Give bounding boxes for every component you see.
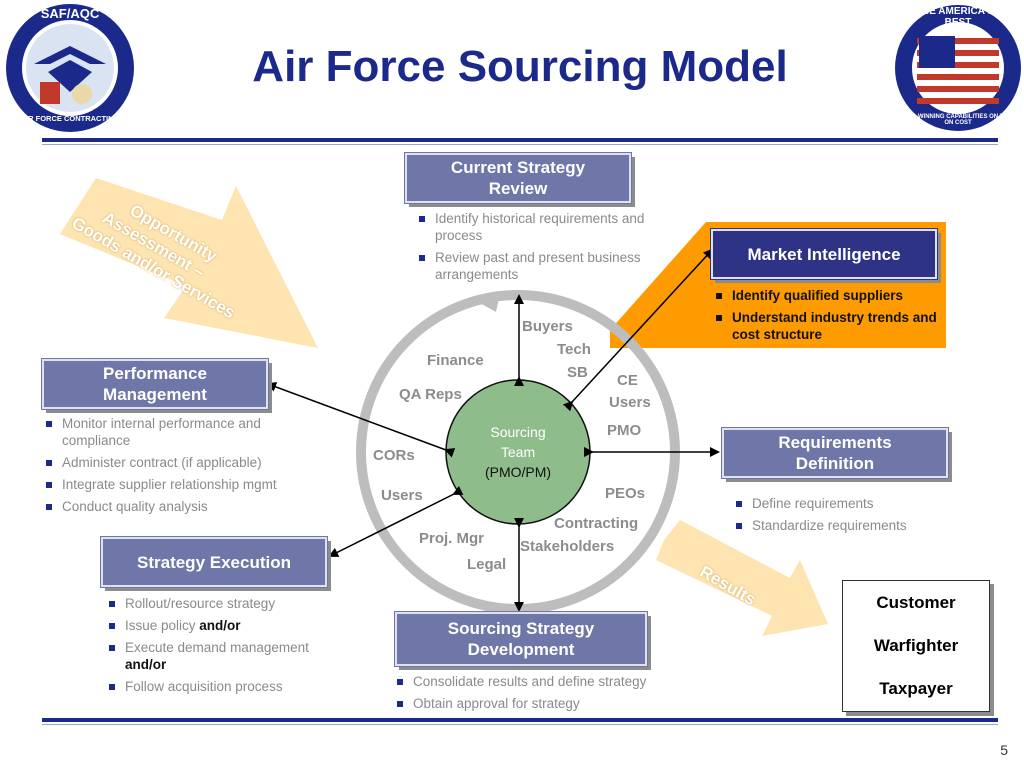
- be-americas-best-logo: BE AMERICA'S BEST WAR-WINNING CAPABILITI…: [893, 2, 1023, 134]
- list-item: Integrate supplier relationship mgmt: [42, 476, 312, 493]
- performance-line2: Management: [103, 385, 207, 404]
- sourcing-strategy-development-box: Sourcing Strategy Development: [394, 611, 648, 667]
- label-users-left: Users: [381, 487, 423, 504]
- label-tech: Tech: [557, 341, 591, 358]
- list-item: Identify qualified suppliers: [712, 287, 942, 304]
- strategy-execution-bullets: Rollout/resource strategy Issue policy a…: [105, 595, 335, 700]
- list-item: Monitor internal performance and complia…: [42, 415, 312, 449]
- label-proj-mgr: Proj. Mgr: [419, 530, 485, 547]
- taxpayer-label: Taxpayer: [879, 679, 953, 699]
- list-item: Consolidate results and define strategy: [393, 673, 703, 690]
- list-item: Standardize requirements: [732, 517, 962, 534]
- opportunity-arrow: [60, 178, 318, 348]
- list-item: Define requirements: [732, 495, 962, 512]
- strategy-execution-box: Strategy Execution: [100, 536, 328, 588]
- sourcing-team-line3: (PMO/PM): [484, 464, 552, 480]
- list-item: Conduct quality analysis: [42, 498, 312, 515]
- footer-divider: [42, 718, 998, 722]
- label-qa-reps: QA Reps: [399, 386, 462, 403]
- label-finance: Finance: [427, 352, 484, 369]
- sourcing-development-bullets: Consolidate results and define strategy …: [393, 673, 703, 717]
- market-intelligence-bullets: Identify qualified suppliers Understand …: [712, 287, 942, 348]
- list-item: Understand industry trends and cost stru…: [712, 309, 942, 343]
- list-item: Rollout/resource strategy: [105, 595, 335, 612]
- customer-label: Customer: [876, 592, 956, 612]
- list-item: Administer contract (if applicable): [42, 454, 312, 471]
- performance-line1: Performance: [103, 364, 207, 383]
- requirements-definition-box: Requirements Definition: [721, 427, 949, 479]
- list-item: Follow acquisition process: [105, 678, 335, 695]
- list-item: Identify historical requirements and pro…: [415, 210, 645, 244]
- current-strategy-line2: Review: [488, 179, 548, 198]
- label-cors: CORs: [373, 447, 415, 464]
- sourcing-development-line2: Development: [467, 640, 575, 659]
- logo-ring-bottom-text: WAR-WINNING CAPABILITIES ON TIME ON COST: [901, 114, 1015, 126]
- label-legal: Legal: [467, 556, 507, 573]
- results-arrow: [656, 520, 828, 636]
- sourcing-team-line1: Sourcing: [490, 424, 546, 440]
- current-strategy-line1: Current Strategy: [450, 158, 586, 177]
- list-item: Execute demand management and/or: [105, 639, 335, 673]
- ring-arrowhead: [478, 294, 500, 312]
- current-strategy-review-box: Current Strategy Review: [404, 152, 632, 204]
- footer-divider-thin: [42, 724, 998, 725]
- sourcing-team-line2: Team: [500, 444, 536, 460]
- page-title: Air Force Sourcing Model: [252, 42, 788, 91]
- sourcing-development-line1: Sourcing Strategy: [447, 619, 595, 638]
- performance-bullets: Monitor internal performance and complia…: [42, 415, 312, 520]
- page-number: 5: [1000, 742, 1008, 758]
- sourcing-team-label: Sourcing Team (PMO/PM): [462, 422, 574, 482]
- label-pmo: PMO: [607, 422, 642, 439]
- current-strategy-bullets: Identify historical requirements and pro…: [415, 210, 645, 288]
- connector-market: [562, 248, 714, 412]
- list-item: Review past and present business arrange…: [415, 249, 645, 283]
- logo-ring-bottom-text: AIR FORCE CONTRACTING: [20, 114, 120, 123]
- customer-box: Customer Warfighter Taxpayer: [842, 580, 990, 712]
- label-ce: CE: [617, 372, 638, 389]
- logo-ring-top-text: SAF/AQC: [40, 6, 100, 21]
- safaqc-logo: SAF/AQC AIR FORCE CONTRACTING: [4, 2, 136, 134]
- warfighter-label: Warfighter: [873, 635, 959, 655]
- title-divider: [42, 138, 998, 142]
- performance-management-box: Performance Management: [41, 358, 269, 410]
- requirements-line1: Requirements: [778, 433, 892, 452]
- connector-left-top: [266, 382, 456, 458]
- requirements-line2: Definition: [795, 454, 875, 473]
- label-contracting: Contracting: [554, 515, 639, 532]
- label-sb: SB: [567, 364, 588, 381]
- requirements-bullets: Define requirements Standardize requirem…: [732, 495, 962, 539]
- label-users-right: Users: [609, 394, 651, 411]
- logo-ring-top-text: BE AMERICA'S BEST: [921, 6, 994, 28]
- label-buyers: Buyers: [522, 318, 573, 335]
- list-item: Obtain approval for strategy: [393, 695, 703, 712]
- market-intelligence-box: Market Intelligence: [710, 228, 938, 280]
- label-stakeholders: Stakeholders: [520, 538, 615, 555]
- title-divider-thin: [42, 144, 998, 145]
- list-item: Issue policy and/or: [105, 617, 335, 634]
- label-peos: PEOs: [605, 485, 646, 502]
- connector-left-bottom: [328, 485, 464, 557]
